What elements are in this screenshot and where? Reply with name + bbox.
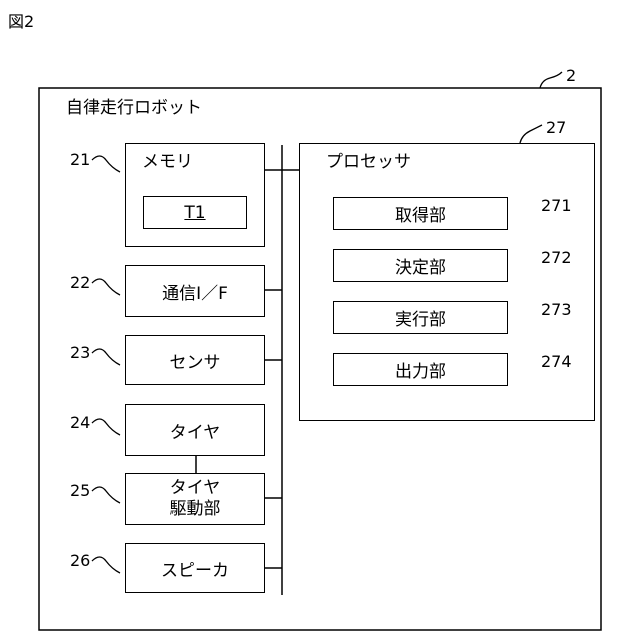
execution-unit-label: 実行部: [395, 305, 446, 330]
leader-27: [520, 125, 542, 143]
ref-25: 25: [70, 483, 90, 499]
memory-label: メモリ: [142, 154, 193, 171]
ref-2: 2: [566, 68, 576, 84]
leader-23: [92, 349, 120, 365]
ref-274: 274: [541, 354, 572, 370]
ref-22: 22: [70, 275, 90, 291]
execution-unit-box: 実行部: [333, 301, 508, 334]
decision-unit-box: 決定部: [333, 249, 508, 282]
ref-24: 24: [70, 415, 90, 431]
sensor-label: センサ: [170, 348, 221, 373]
table-t1-box: T1: [143, 196, 247, 229]
acquisition-unit-box: 取得部: [333, 197, 508, 230]
tire-drive-box: タイヤ 駆動部: [125, 473, 265, 525]
table-t1-label: T1: [184, 203, 205, 223]
leader-2: [540, 72, 562, 88]
leader-25: [92, 487, 120, 503]
ref-271: 271: [541, 198, 572, 214]
robot-title: 自律走行ロボット: [66, 100, 202, 117]
ref-273: 273: [541, 302, 572, 318]
tire-drive-label-line2: 駆動部: [170, 499, 221, 520]
speaker-box: スピーカ: [125, 543, 265, 593]
ref-23: 23: [70, 345, 90, 361]
leader-22: [92, 279, 120, 295]
output-unit-label: 出力部: [395, 357, 446, 382]
comm-if-label: 通信I／F: [162, 279, 228, 304]
speaker-label: スピーカ: [161, 556, 229, 581]
comm-if-box: 通信I／F: [125, 265, 265, 317]
ref-21: 21: [70, 152, 90, 168]
leader-21: [92, 156, 120, 172]
sensor-box: センサ: [125, 335, 265, 385]
processor-label: プロセッサ: [326, 154, 411, 171]
acquisition-unit-label: 取得部: [395, 201, 446, 226]
ref-272: 272: [541, 250, 572, 266]
tire-drive-label-line1: タイヤ: [170, 478, 221, 499]
decision-unit-label: 決定部: [395, 253, 446, 278]
leader-26: [92, 557, 120, 573]
ref-26: 26: [70, 553, 90, 569]
leader-24: [92, 419, 120, 435]
ref-27: 27: [546, 120, 566, 136]
output-unit-box: 出力部: [333, 353, 508, 386]
tire-box: タイヤ: [125, 404, 265, 456]
tire-label: タイヤ: [170, 418, 221, 443]
